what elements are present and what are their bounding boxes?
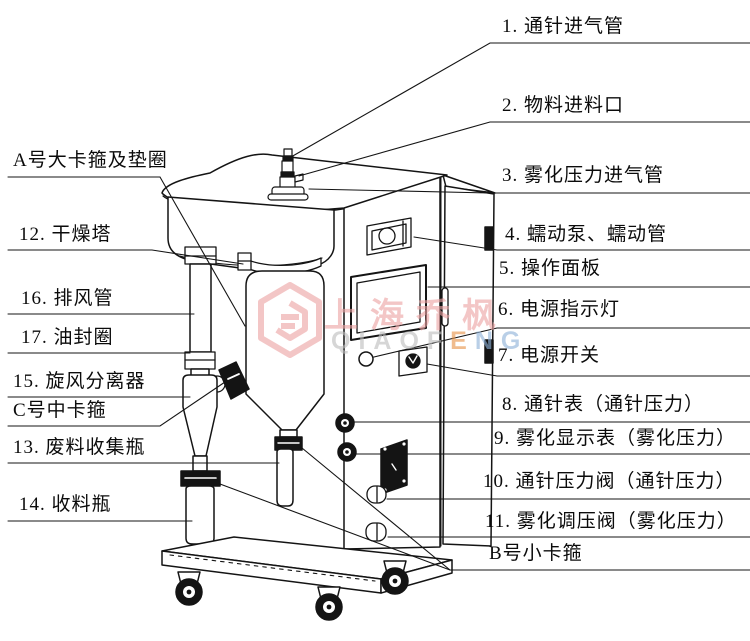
label-clamp-a-gasket: A号大卡箍及垫圈 — [13, 150, 168, 171]
label-needle-air-pipe: 1. 通针进气管 — [502, 16, 625, 37]
leader-switch — [426, 363, 750, 377]
base-plate — [161, 536, 453, 594]
label-collection-bottle: 14. 收料瓶 — [19, 494, 112, 515]
leader-feed-port — [298, 121, 750, 177]
control-panel-display — [350, 264, 427, 341]
vent-plate — [380, 439, 408, 495]
peristaltic-pump-window — [366, 217, 412, 256]
label-waste-bottle: 13. 废料收集瓶 — [13, 437, 146, 458]
leader-clamp-b-2 — [219, 483, 451, 571]
spray-nozzle — [267, 148, 309, 201]
label-clamp-c: C号中卡箍 — [13, 400, 107, 421]
label-clamp-b: B号小卡箍 — [489, 543, 583, 564]
leader-drying-tower — [7, 249, 244, 265]
needle-gauge — [335, 413, 355, 433]
caster-wheel-right — [381, 560, 409, 595]
leader-lines — [7, 42, 750, 571]
collection-bottle — [185, 485, 215, 550]
clamp-b-tower — [274, 436, 303, 451]
label-needle-valve: 10. 通针压力阀（通针压力） — [483, 471, 736, 492]
label-peristaltic-pump: 4. 蠕动泵、蠕动管 — [505, 224, 668, 245]
exhaust-pipe — [189, 263, 212, 353]
label-oil-seal-ring: 17. 油封圈 — [21, 327, 114, 348]
label-atomize-gauge: 9. 雾化显示表（雾化压力） — [494, 428, 737, 449]
label-power-switch: 7. 电源开关 — [498, 345, 601, 366]
caster-wheel-middle — [315, 586, 343, 621]
waste-collection-bottle — [276, 448, 294, 507]
label-atomize-air-pipe: 3. 雾化压力进气管 — [502, 165, 665, 186]
leader-indicator — [373, 327, 750, 358]
label-exhaust-pipe: 16. 排风管 — [21, 288, 114, 309]
door-handle — [441, 287, 449, 327]
leader-needle-air — [290, 42, 750, 158]
cyclone-separator — [182, 374, 218, 472]
leader-pump — [413, 236, 750, 251]
oil-seal-ring — [184, 351, 216, 370]
needle-pressure-valve — [366, 485, 387, 504]
atomization-pressure-valve — [365, 522, 387, 542]
atomization-gauge — [337, 442, 357, 462]
power-indicator-light — [358, 351, 374, 367]
label-atomize-valve: 11. 雾化调压阀（雾化压力） — [485, 511, 737, 532]
label-material-feed-port: 2. 物料进料口 — [502, 95, 625, 116]
clamp-b-cyclone — [180, 470, 221, 487]
label-cyclone-separator: 15. 旋风分离器 — [13, 371, 146, 392]
leader-atomize-air — [308, 188, 750, 194]
door-hinge-bottom — [484, 339, 494, 364]
caster-wheel-left — [175, 571, 203, 606]
label-control-panel: 5. 操作面板 — [499, 258, 602, 279]
tower-outlet — [279, 429, 298, 438]
door-hinge-top — [484, 226, 494, 251]
drying-tower — [245, 270, 325, 431]
label-needle-gauge: 8. 通针表（通针压力） — [502, 394, 705, 415]
power-switch — [398, 346, 428, 377]
label-power-indicator: 6. 电源指示灯 — [498, 299, 621, 320]
leader-clamp-a — [7, 176, 246, 327]
label-drying-tower: 12. 干燥塔 — [19, 224, 112, 245]
leader-clamp-c — [7, 381, 226, 427]
